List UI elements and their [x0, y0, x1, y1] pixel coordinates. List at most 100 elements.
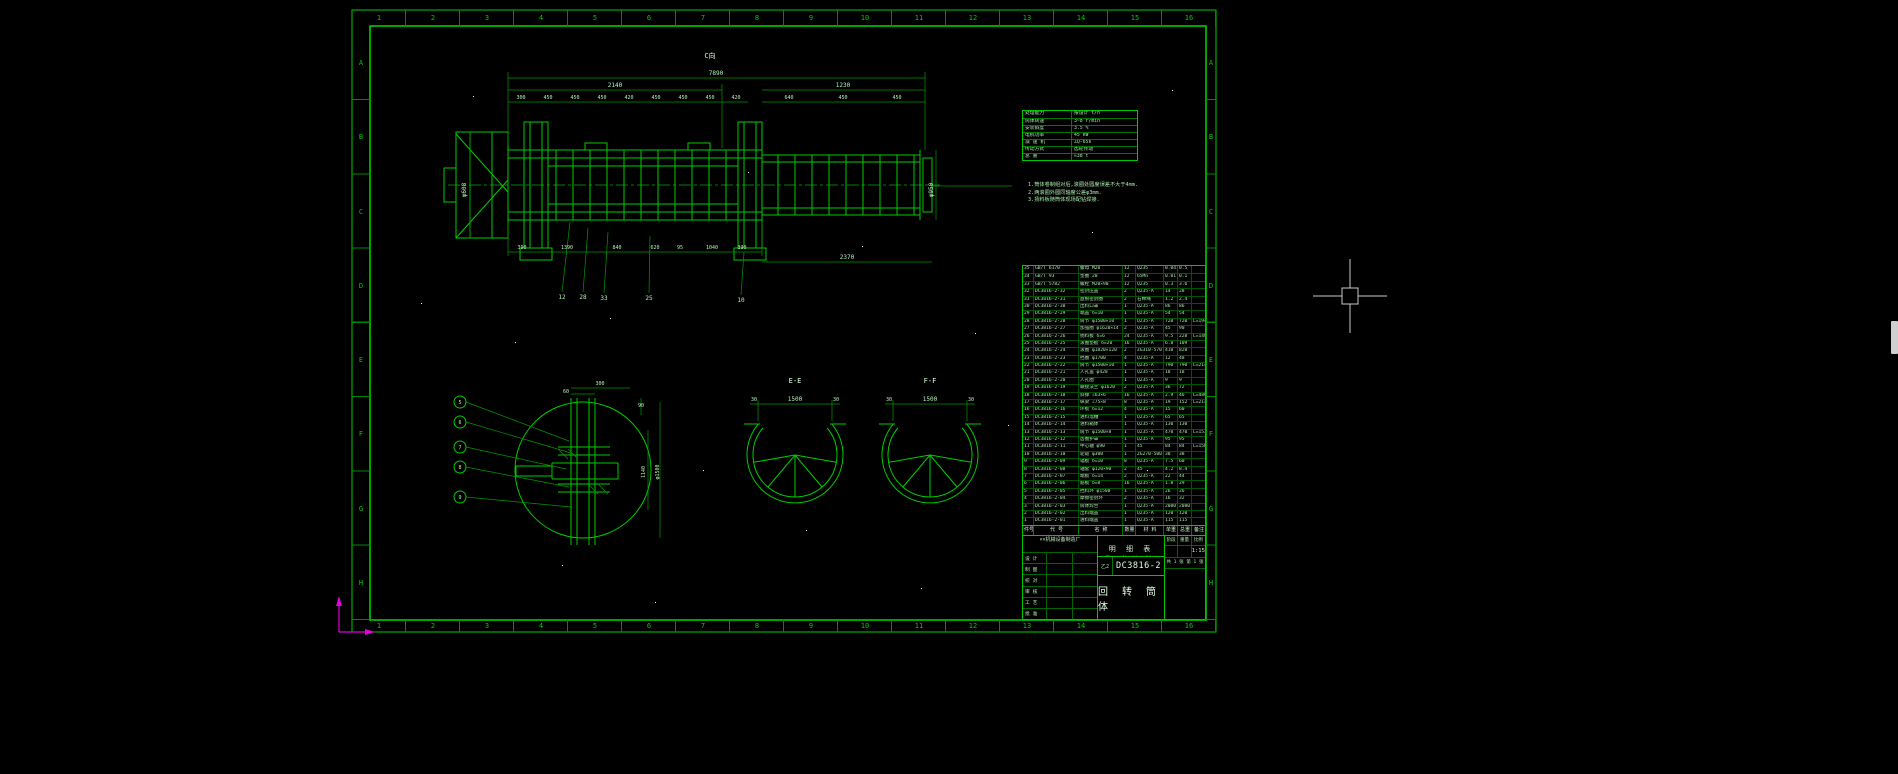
- bom-qty: 12: [1123, 281, 1136, 289]
- zone-label: 9: [808, 622, 814, 630]
- parts-list-row: 18 DC3816-2-18 斜撑 ∠63×6 16 Q235-A 2.9 46…: [1023, 391, 1205, 400]
- dim-detail-top: 300: [595, 381, 604, 387]
- bom-material: 65Mn: [1136, 274, 1164, 281]
- bom-name: 人孔圈: [1079, 377, 1123, 385]
- zone-label: 7: [700, 14, 706, 22]
- bom-code: DC3816-2-27: [1034, 326, 1079, 333]
- zone-label: A: [358, 59, 364, 68]
- dim-chain: 420: [731, 95, 740, 101]
- bom-header-cell: 材 料: [1136, 525, 1164, 535]
- bom-item-no: 15: [1023, 414, 1034, 422]
- signature-role: 设 计: [1023, 553, 1047, 564]
- balloon-label: 33: [600, 295, 608, 302]
- balloon-label: 10: [737, 297, 745, 304]
- bom-remark: [1192, 266, 1205, 273]
- bom-total-weight: 65: [1178, 414, 1192, 422]
- bom-material: 45: [1136, 466, 1164, 473]
- bom-name: 端板 δ=14: [1079, 473, 1123, 481]
- bom-remark: [1192, 511, 1205, 517]
- bom-total-weight: 720: [1178, 318, 1192, 326]
- bom-name: 挡料环 φ1500: [1079, 488, 1123, 496]
- parts-list-row: 8 DC3816-2-08 轴套 φ120×90 2 45 4.2 8.4: [1023, 465, 1205, 473]
- scrollbar-thumb[interactable]: [1891, 321, 1898, 354]
- bom-qty: 1: [1123, 318, 1136, 326]
- bom-unit-weight: 36: [1164, 385, 1178, 392]
- bom-item-no: 30: [1023, 303, 1034, 311]
- bom-header-cell: 件号: [1024, 525, 1034, 535]
- bom-material: Q235-A: [1136, 318, 1164, 326]
- parts-list-row: 4 DC3816-2-04 摩擦密封环 2 Q235-A 16 32: [1023, 495, 1205, 503]
- bom-material: ZG270-500: [1136, 451, 1164, 459]
- bom-name: 筒节 φ1500×8: [1079, 429, 1123, 436]
- bom-remark: L=1530: [1193, 429, 1205, 435]
- bom-code: GB/T 5782: [1034, 281, 1079, 289]
- bom-item-no: 23: [1023, 355, 1034, 363]
- bom-qty: 8: [1123, 459, 1136, 466]
- title-block-signatures: ××机械设备制造厂 设 计 制 图 校 对 审 核: [1023, 536, 1098, 620]
- parts-list-row: 1 DC3816-2-01 进料端盖 1 Q235-A 115 115: [1023, 517, 1205, 525]
- bom-total-weight: 95: [1178, 436, 1192, 444]
- bom-qty: 4: [1123, 355, 1136, 363]
- bom-remark: [1192, 474, 1205, 480]
- signature-date: [1073, 564, 1097, 574]
- parts-list-row: 34 GB/T 93 垫圈 20 12 65Mn 0.01 0.1: [1023, 273, 1205, 281]
- dim-bottom: 1040: [706, 245, 718, 251]
- title-block-center: 明 细 表 Classification list 乙2 DC3816-2 回 …: [1098, 536, 1165, 619]
- bom-remark: [1192, 356, 1205, 362]
- drawing-title: 回 转 筒 体: [1098, 586, 1161, 613]
- spec-row: 传动方式 齿轮传动: [1023, 146, 1137, 153]
- bom-unit-weight: 120: [1164, 510, 1178, 518]
- bom-code: DC3816-2-28: [1034, 318, 1079, 326]
- parts-list-row: 14 DC3816-2-14 进料箱体 1 Q235-A 130 130: [1023, 421, 1205, 429]
- bom-code: DC3816-2-06: [1034, 481, 1079, 488]
- balloon-label: 5: [458, 400, 461, 406]
- bom-remark: [1192, 311, 1205, 317]
- bom-remark: L=1500: [1193, 444, 1205, 450]
- dim-f-width: 1500: [923, 396, 938, 403]
- bom-item-no: 16: [1023, 407, 1034, 414]
- bom-code: DC3816-2-29: [1034, 311, 1079, 318]
- bom-code: DC3816-2-18: [1034, 392, 1079, 400]
- bom-qty: 2: [1123, 296, 1136, 303]
- signature-name: [1047, 608, 1073, 620]
- bom-code: DC3816-2-04: [1034, 496, 1079, 503]
- bom-code: DC3816-2-03: [1034, 503, 1079, 510]
- noise-dots: [0, 0, 1, 1]
- signature-row: 制 图: [1023, 563, 1097, 575]
- bom-qty: 12: [1123, 266, 1136, 274]
- balloon-label: 28: [579, 294, 587, 301]
- zone-label: 9: [808, 14, 814, 22]
- dim-chain: 450: [892, 95, 901, 101]
- stage-label: 阶段标记: [1165, 536, 1179, 545]
- bom-item-no: 27: [1023, 326, 1034, 333]
- bom-name: 进料箱体: [1079, 422, 1123, 429]
- bom-remark: [1192, 459, 1205, 465]
- parts-list-row: 11 DC3816-2-11 中心轴 φ90 1 45 84 84 L=1500: [1023, 443, 1205, 451]
- bom-name: 筒节 φ1500×10: [1079, 363, 1123, 370]
- bom-name: 进料端盖: [1079, 518, 1123, 525]
- section-e-view: [744, 400, 846, 504]
- spec-key: 减 速 机: [1023, 140, 1072, 146]
- dim-bottom: 1390: [561, 245, 573, 251]
- zone-label: H: [358, 578, 364, 587]
- parts-list-row: 3 DC3816-2-03 筒体焊合 1 Q235-A 2080 2080: [1023, 502, 1205, 510]
- bom-total-weight: 820: [1178, 348, 1192, 355]
- bom-total-weight: 109: [1178, 340, 1192, 348]
- section-f-label: F-F: [924, 377, 937, 385]
- dim-bottom-right: 2370: [840, 254, 855, 261]
- spec-value: 3~8 r/min: [1074, 119, 1100, 124]
- sheet-count: 共 1 张 第 1 张: [1165, 558, 1205, 569]
- bom-qty: 1: [1123, 503, 1136, 510]
- parts-list: 35 GB/T 6170 螺母 M20 12 Q235 0.04 0.5 34 …: [1022, 265, 1206, 536]
- bom-qty: 2: [1123, 289, 1136, 296]
- bom-unit-weight: 0.01: [1165, 274, 1178, 281]
- bom-code: DC3816-2-20: [1034, 377, 1079, 385]
- parts-list-row: 23 DC3816-2-23 挡圈 φ1700 4 Q235-A 12 48: [1023, 354, 1205, 363]
- bom-code: DC3816-2-17: [1034, 400, 1079, 407]
- title-block: ××机械设备制造厂 设 计 制 图 校 对 审 核: [1022, 535, 1206, 620]
- zone-label: F: [1208, 430, 1214, 439]
- spec-row: 处理能力 按设计 t/h: [1023, 111, 1137, 118]
- bom-name: 人孔盖 φ420: [1079, 370, 1123, 377]
